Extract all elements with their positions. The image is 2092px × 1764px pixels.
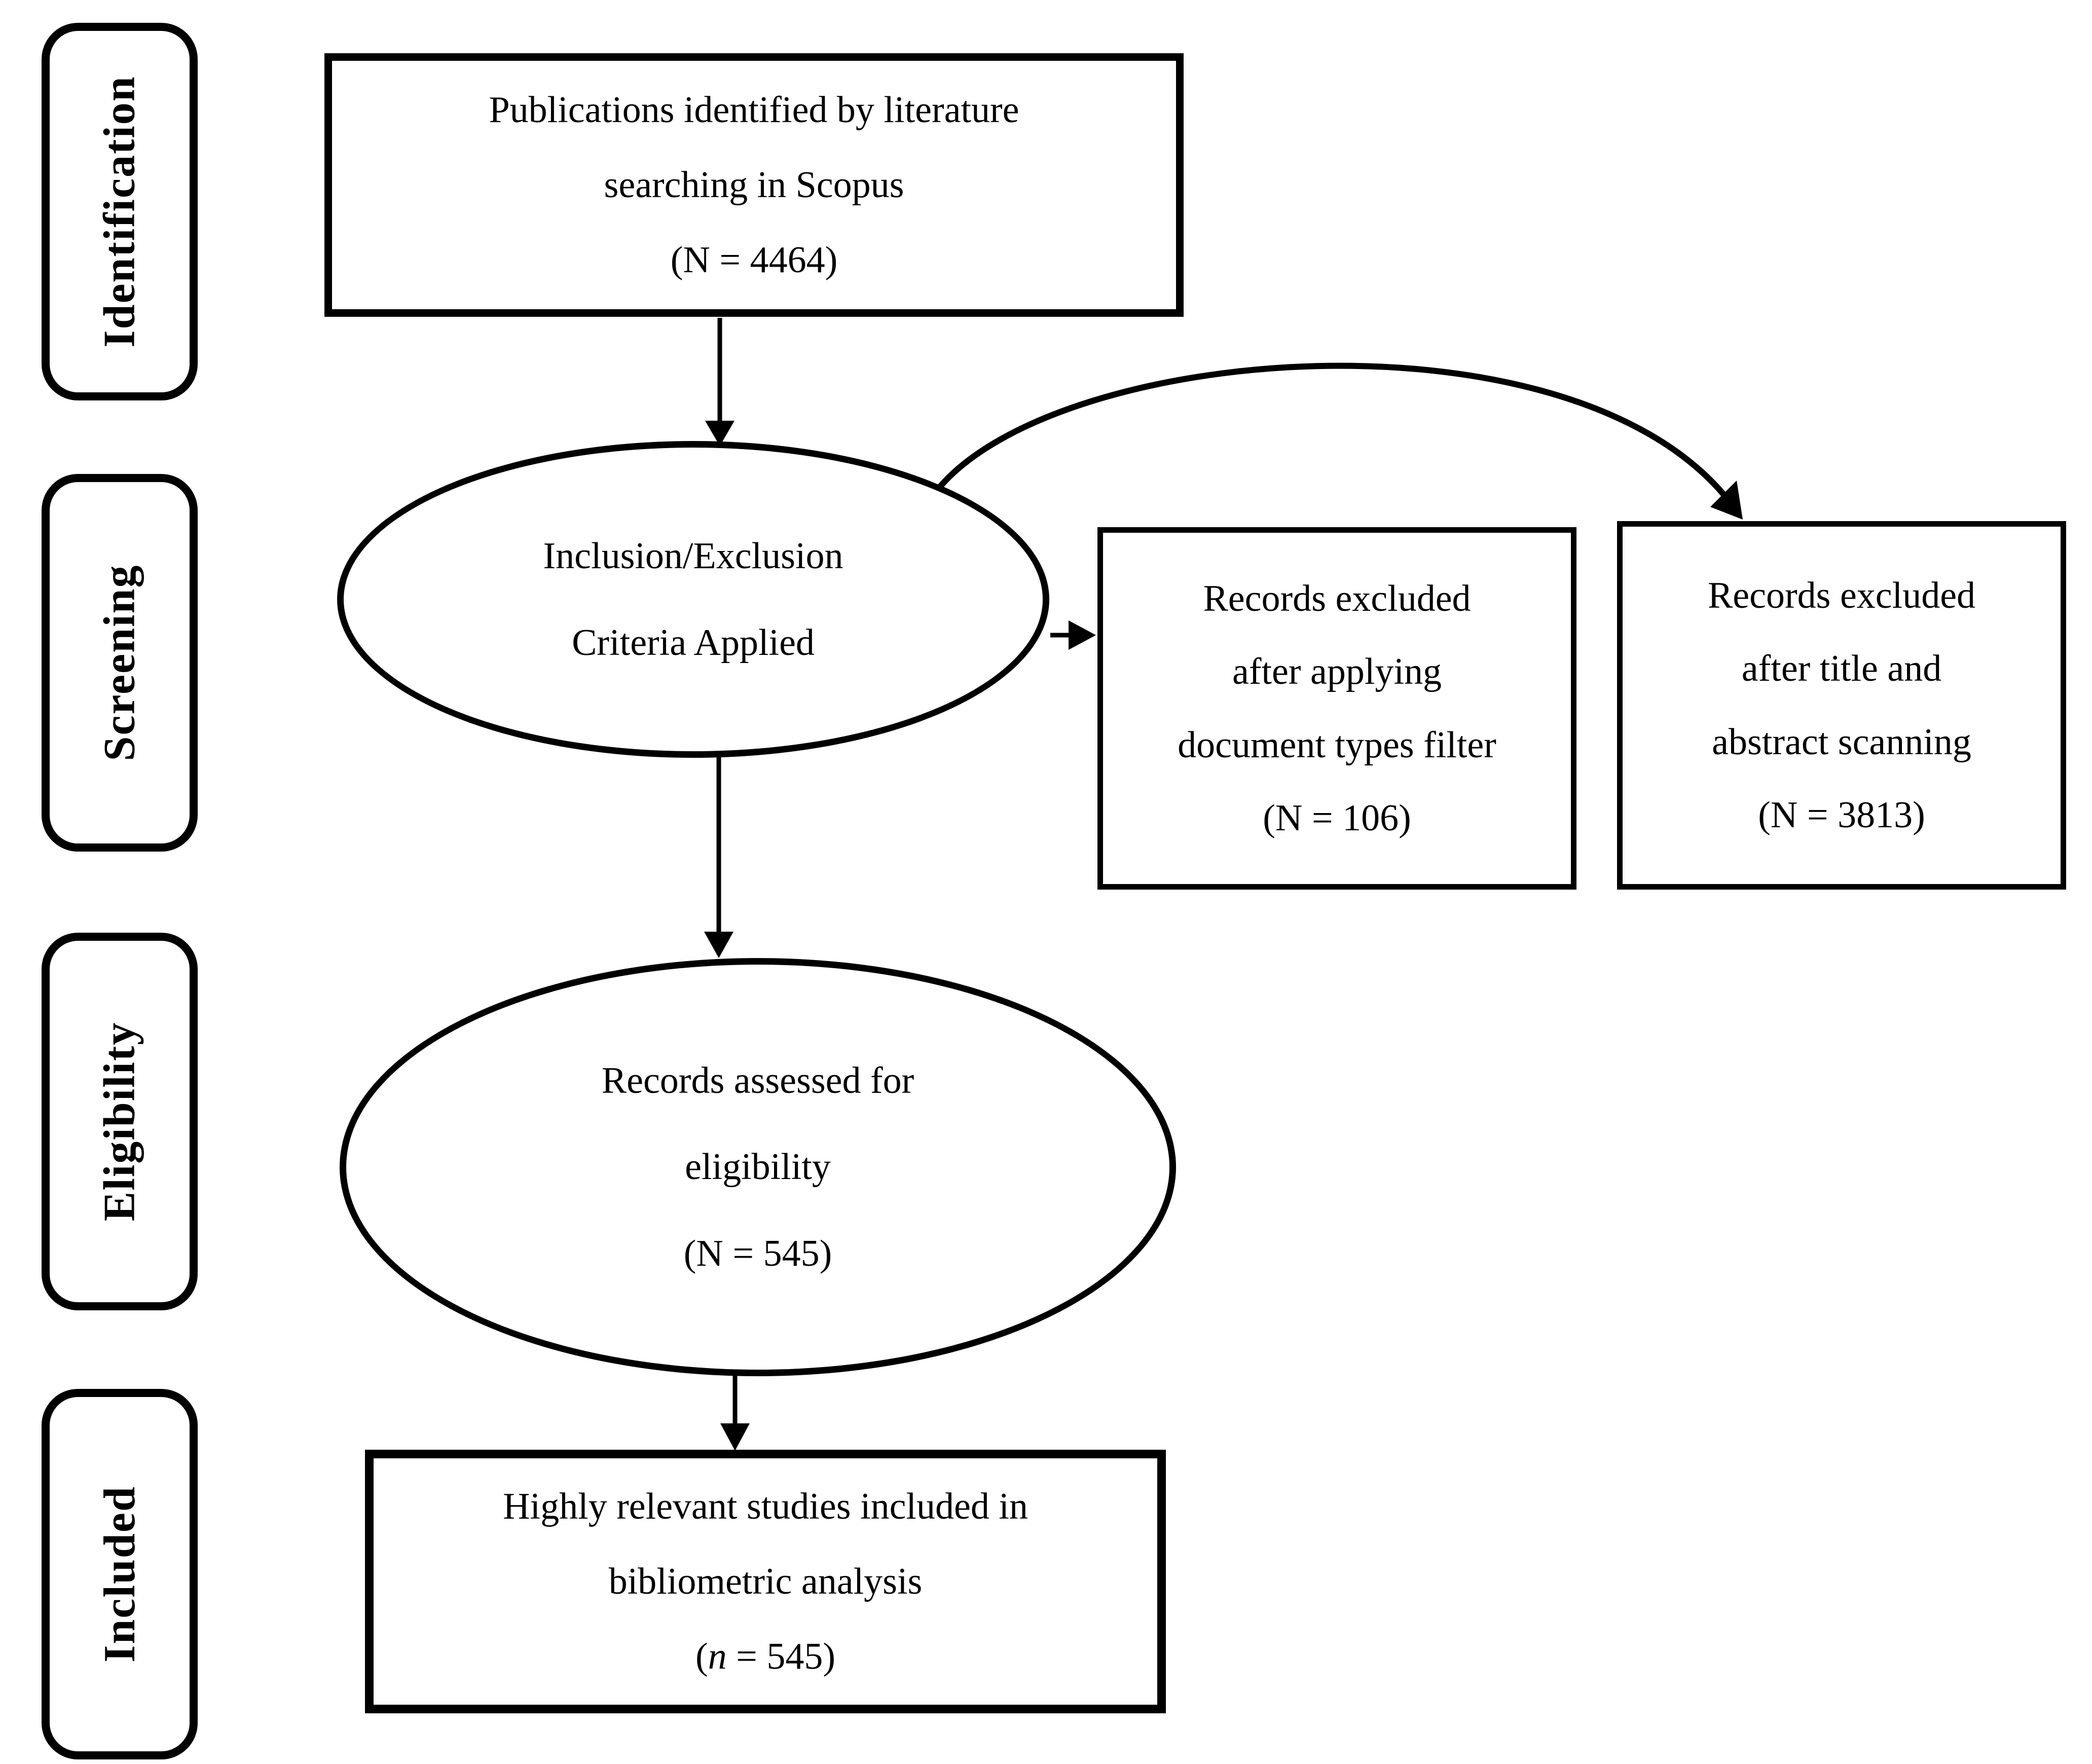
text-line: Records assessed for: [601, 1060, 914, 1102]
count-open: (: [695, 1636, 708, 1677]
text-line: after title and: [1741, 648, 1942, 690]
stage-screening: Screening: [42, 474, 198, 852]
text-line: Criteria Applied: [572, 621, 815, 664]
text-line: Records excluded: [1203, 577, 1471, 619]
count-variable: n: [708, 1636, 727, 1677]
included-studies-box: Highly relevant studies included in bibl…: [365, 1450, 1166, 1713]
text-line: (N = 4464): [670, 239, 838, 281]
text-line: eligibility: [685, 1146, 831, 1188]
arrow-criteria-to-excluded-title: [936, 362, 1743, 520]
stage-screening-label: Screening: [95, 564, 144, 761]
text-line: Inclusion/Exclusion: [543, 535, 843, 577]
text-line: Records excluded: [1707, 574, 1976, 616]
text-line: Publications identified by literature: [489, 89, 1019, 131]
stage-eligibility-label: Eligibility: [95, 1021, 144, 1222]
stage-included: Included: [42, 1389, 198, 1759]
text-line-count: (n = 545): [695, 1619, 835, 1694]
arrow-criteria-to-assessed: [704, 756, 733, 958]
text-line: after applying: [1232, 651, 1442, 693]
stage-identification-label: Identification: [95, 76, 144, 348]
excluded-doctypes-box: Records excluded after applying document…: [1097, 527, 1576, 890]
identified-records-box: Publications identified by literature se…: [324, 53, 1184, 317]
text-line: document types filter: [1178, 724, 1496, 766]
arrow-identified-to-criteria: [705, 318, 735, 446]
text-line: Highly relevant studies included in: [503, 1486, 1028, 1527]
text-line: (N = 3813): [1758, 794, 1925, 836]
count-rest: = 545): [726, 1636, 836, 1677]
text-line: abstract scanning: [1712, 721, 1971, 763]
arrow-assessed-to-included: [720, 1376, 750, 1451]
arrow-criteria-to-excluded-doctypes: [1050, 620, 1096, 650]
criteria-applied-ellipse: Inclusion/Exclusion Criteria Applied: [337, 441, 1049, 758]
text-line: bibliometric analysis: [608, 1561, 923, 1602]
stage-eligibility: Eligibility: [42, 933, 198, 1310]
text-line: searching in Scopus: [604, 164, 904, 206]
assessed-eligibility-ellipse: Records assessed for eligibility (N = 54…: [340, 958, 1176, 1376]
excluded-title-abstract-box: Records excluded after title and abstrac…: [1617, 521, 2066, 890]
stage-included-label: Included: [95, 1486, 144, 1663]
text-line: (N = 106): [1263, 797, 1411, 839]
stage-identification: Identification: [42, 23, 198, 400]
text-line: (N = 545): [683, 1232, 832, 1274]
